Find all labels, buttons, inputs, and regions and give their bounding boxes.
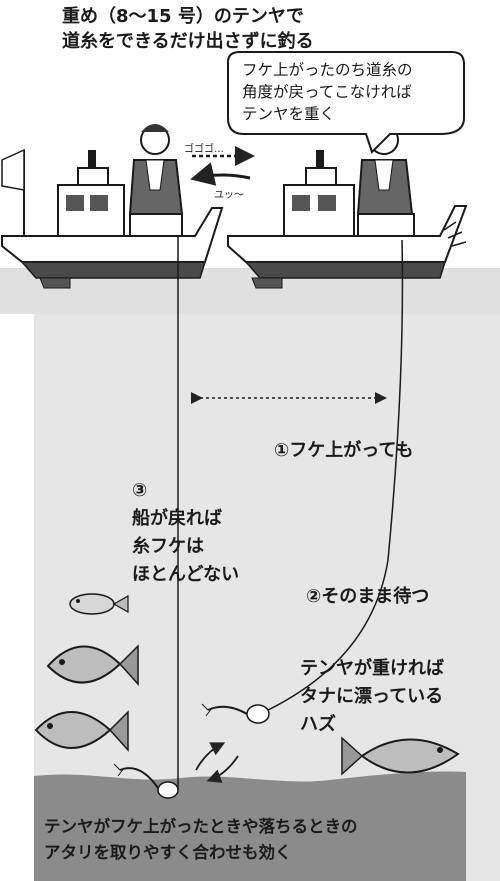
tenya-suspended — [201, 703, 270, 724]
right-boat — [227, 124, 468, 289]
step3-number: ③ — [132, 480, 148, 501]
step1-label: ①フケ上がっても — [274, 440, 414, 461]
step2-label: ②そのまま待つ — [306, 586, 430, 607]
sea-bream-1 — [46, 644, 139, 686]
coast-sfx: ユッ〜 — [214, 190, 244, 201]
fall-arrow — [206, 755, 239, 783]
heavy-line-2: タナに漂っている — [300, 686, 444, 707]
engine-sfx: ゴゴゴ… — [184, 144, 224, 155]
sea-bream-3 — [341, 736, 460, 776]
step3-line-1: 船が戻れば — [132, 508, 222, 529]
bubble-line-1: フケ上がったのち道糸の — [242, 61, 413, 79]
back-arrow — [190, 162, 251, 186]
bubble-line-2: 角度が戻ってこなければ — [242, 83, 412, 101]
seabed — [34, 771, 466, 881]
title-line-1: 重め（8〜15 号）のテンヤで — [62, 6, 304, 27]
caption-line-1: テンヤがフケ上がったときや落ちるときの — [44, 817, 358, 836]
caption-line-2: アタリを取りやすく合わせも効く — [44, 843, 292, 862]
heavy-line-1: テンヤが重ければ — [300, 658, 444, 679]
tenya-bottom — [113, 763, 179, 799]
step3-line-3: ほとんどない — [132, 564, 240, 585]
rise-arrow — [195, 742, 226, 771]
fishing-line-drifted — [263, 239, 404, 713]
step3-line-2: 糸フケは — [132, 536, 204, 557]
sea-bream-2 — [34, 710, 129, 752]
heavy-line-3: ハズ — [300, 714, 336, 735]
white-margin — [0, 314, 34, 881]
pufferfish — [69, 593, 129, 615]
title-line-2: 道糸をできるだけ出さずに釣る — [62, 31, 314, 52]
bubble-line-3: テンヤを重く — [242, 105, 336, 123]
speech-bubble — [227, 51, 465, 154]
left-boat — [1, 124, 224, 289]
